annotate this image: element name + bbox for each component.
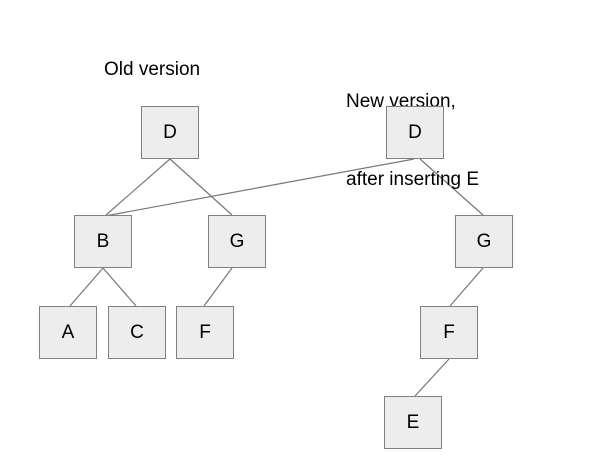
node-old-c[interactable]: C (108, 306, 166, 359)
edge-new-d-to-new-g (419, 158, 484, 216)
node-old-f-label: F (199, 322, 211, 343)
edge-old-b-to-old-a (69, 267, 104, 307)
node-new-e-label: E (406, 412, 420, 433)
edge-new-f-to-new-e (414, 358, 450, 397)
node-old-d-label: D (163, 122, 177, 143)
node-old-g-label: G (229, 231, 245, 252)
node-new-d[interactable]: D (386, 106, 444, 159)
node-new-g-label: G (476, 231, 492, 252)
node-old-b-label: B (96, 231, 110, 252)
caption-new-version-line2: after inserting E (346, 169, 480, 190)
node-old-d[interactable]: D (141, 106, 199, 159)
node-old-f[interactable]: F (176, 306, 234, 359)
node-new-f-label: F (443, 322, 455, 343)
node-old-a[interactable]: A (39, 306, 97, 359)
node-new-g[interactable]: G (455, 215, 513, 268)
node-new-d-label: D (408, 122, 422, 143)
node-new-e[interactable]: E (384, 396, 442, 449)
node-old-a-label: A (61, 322, 75, 343)
node-old-b[interactable]: B (74, 215, 132, 268)
node-old-c-label: C (130, 322, 144, 343)
caption-old-version: Old version (104, 59, 201, 80)
edge-new-g-to-new-f (449, 267, 484, 307)
edge-new-d-to-old-b-shared (104, 158, 415, 217)
edge-old-b-to-old-c (102, 267, 137, 307)
edge-old-d-to-old-b (105, 158, 171, 216)
caption-new-version: New version, after inserting E (346, 37, 479, 245)
node-new-f[interactable]: F (420, 306, 478, 359)
edge-old-d-to-old-g (169, 158, 233, 216)
node-old-g[interactable]: G (208, 215, 266, 268)
edge-old-g-to-old-f (203, 267, 233, 307)
